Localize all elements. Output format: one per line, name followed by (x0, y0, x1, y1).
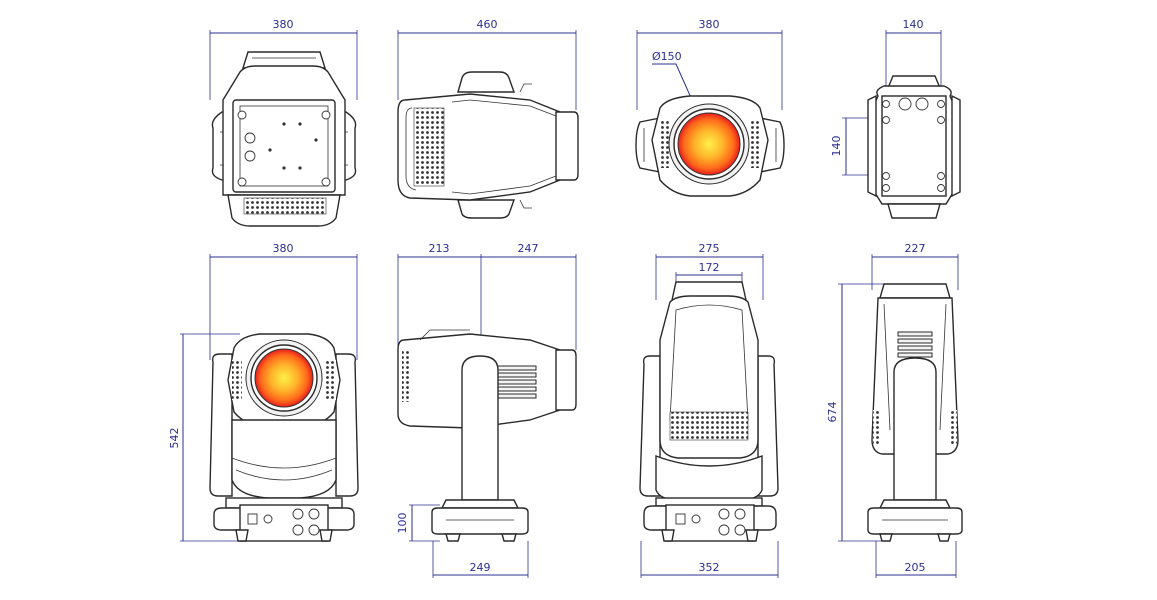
dim-side-front: 213 (429, 242, 450, 255)
view-top: 380 (209, 18, 358, 227)
view-rear: 140 140 (830, 18, 961, 219)
view-side-upright: 213 247 100 249 (396, 242, 577, 578)
dim-side2-height: 674 (826, 402, 839, 423)
view-back-upright: 275 172 352 (639, 242, 779, 578)
dim-side2-width: 227 (905, 242, 926, 255)
dim-back-base-width: 352 (699, 561, 720, 574)
dim-top-width: 380 (273, 18, 294, 31)
dim-side-base-height: 100 (396, 513, 409, 534)
dim-back-width: 275 (699, 242, 720, 255)
view-front: 380 Ø150 (635, 18, 785, 197)
lens-front-upright (254, 348, 314, 408)
dim-lens-diameter: Ø150 (652, 50, 682, 63)
heat-fins-2 (897, 331, 933, 358)
dim-rear-width: 140 (903, 18, 924, 31)
dim-front-width: 380 (699, 18, 720, 31)
view-side: 460 (397, 18, 579, 219)
dim-side-length: 460 (477, 18, 498, 31)
dim-side2-base-width: 205 (905, 561, 926, 574)
lens-front-top (677, 112, 741, 176)
view-front-upright: 380 542 (168, 242, 359, 542)
dim-side-back: 247 (518, 242, 539, 255)
dim-front-upright-height: 542 (168, 428, 181, 449)
dim-back-inner-width: 172 (699, 261, 720, 274)
view-side2-upright: 227 674 205 (826, 242, 963, 578)
dim-front-upright-width: 380 (273, 242, 294, 255)
dim-rear-height: 140 (830, 136, 843, 157)
dim-side-base-width: 249 (470, 561, 491, 574)
